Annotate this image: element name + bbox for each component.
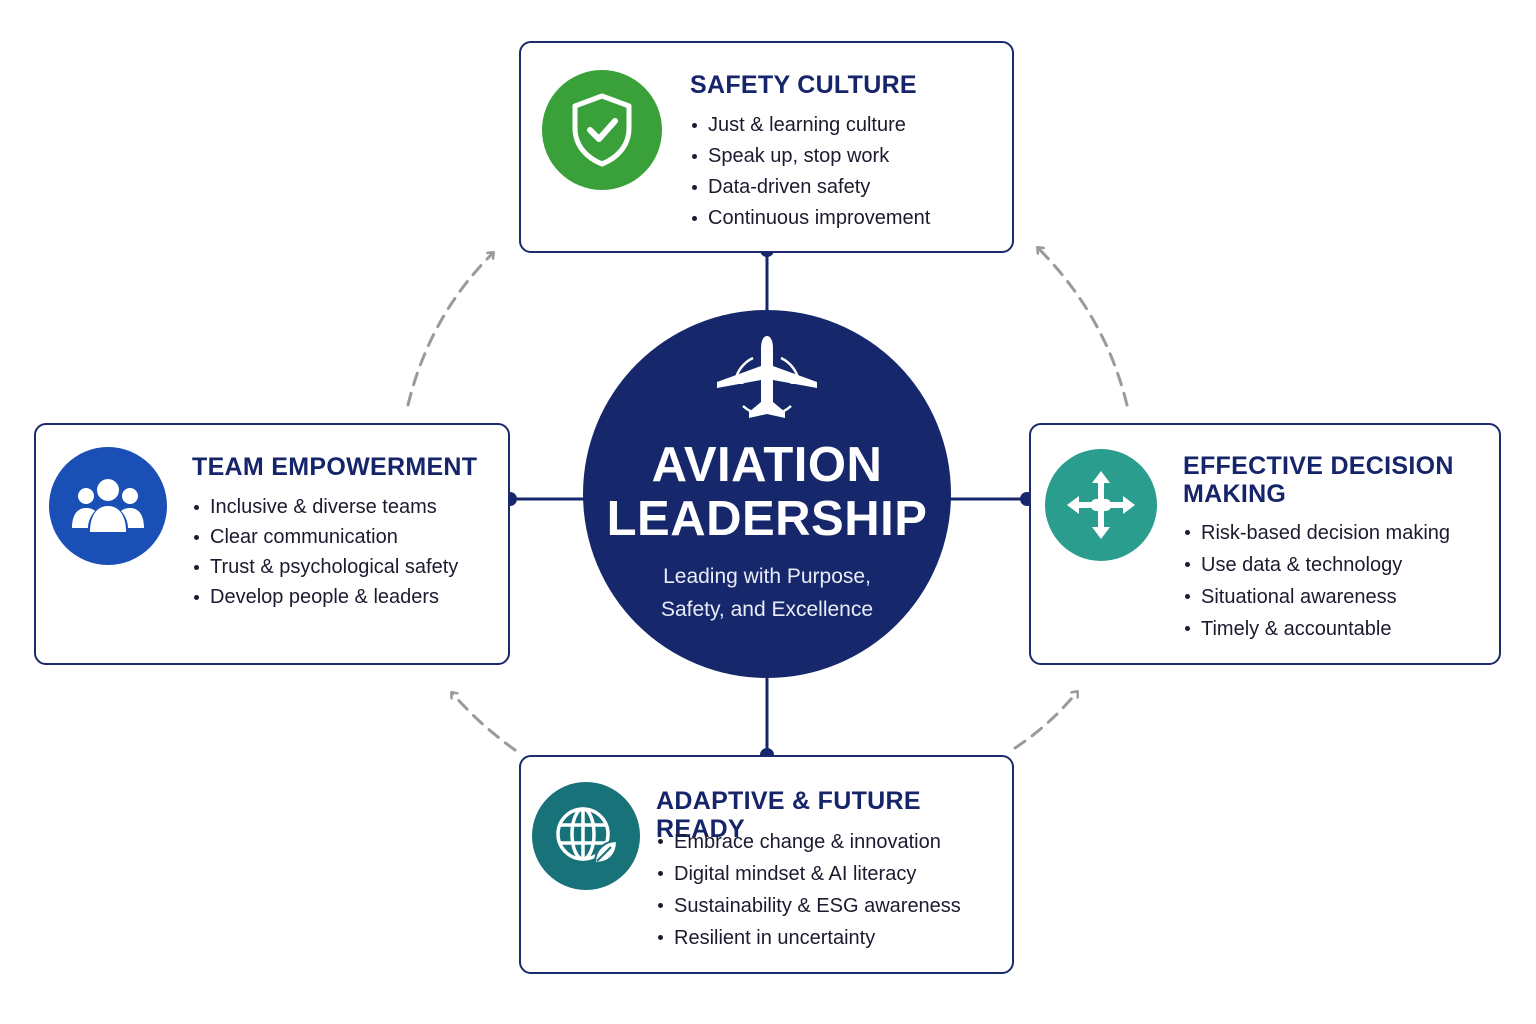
hub-title: AVIATION LEADERSHIP <box>583 438 951 546</box>
aviation-leadership-hub: AVIATION LEADERSHIP Leading with Purpose… <box>583 310 951 678</box>
list-item: Inclusive & diverse teams <box>192 492 462 522</box>
four-way-arrows-icon <box>1045 449 1157 561</box>
hub-title-line: LEADERSHIP <box>606 492 928 546</box>
cycle-arrow-top-left <box>406 253 493 407</box>
cycle-arrow-bottom-left <box>452 693 517 752</box>
list-item: Resilient in uncertainty <box>656 922 996 954</box>
bullet-list: Just & learning culture Speak up, stop w… <box>690 110 1010 234</box>
hub-subtitle: Leading with Purpose, Safety, and Excell… <box>583 560 951 626</box>
bullet-list: Risk-based decision making Use data & te… <box>1183 517 1493 645</box>
list-item: Continuous improvement <box>690 203 1010 234</box>
list-item: Situational awareness <box>1183 581 1493 613</box>
list-item: Trust & psychological safety <box>192 552 462 582</box>
cycle-arrow-bottom-right <box>1013 692 1077 750</box>
hub-subtitle-line: Leading with Purpose, <box>663 565 871 588</box>
list-item: Sustainability & ESG awareness <box>656 890 996 922</box>
airplane-icon <box>717 336 817 418</box>
card-title: TEAM EMPOWERMENT <box>192 453 478 481</box>
card-title: EFFECTIVE DECISION MAKING <box>1183 452 1454 508</box>
list-item: Just & learning culture <box>690 110 1010 141</box>
effective-decision-making-card: EFFECTIVE DECISION MAKING Risk-based dec… <box>1029 423 1501 665</box>
globe-leaf-icon <box>532 782 640 890</box>
card-title-line: MAKING <box>1183 480 1287 508</box>
adaptive-future-ready-card: ADAPTIVE & FUTURE READY Embrace change &… <box>519 755 1014 974</box>
card-title-line: EFFECTIVE DECISION <box>1183 452 1454 480</box>
hub-title-line: AVIATION <box>651 438 883 492</box>
hub-subtitle-line: Safety, and Excellence <box>660 598 874 621</box>
cycle-arrow-top-right <box>1038 248 1129 407</box>
list-item: Timely & accountable <box>1183 613 1493 645</box>
list-item: Use data & technology <box>1183 549 1493 581</box>
list-item: Develop people & leaders <box>192 582 462 612</box>
list-item: Risk-based decision making <box>1183 517 1493 549</box>
card-title: SAFETY CULTURE <box>690 71 917 99</box>
safety-culture-card: SAFETY CULTURE Just & learning culture S… <box>519 41 1014 253</box>
list-item: Clear communication <box>192 522 462 552</box>
shield-check-icon <box>542 70 662 190</box>
list-item: Embrace change & innovation <box>656 826 996 858</box>
team-empowerment-card: TEAM EMPOWERMENT Inclusive & diverse tea… <box>34 423 510 665</box>
list-item: Digital mindset & AI literacy <box>656 858 996 890</box>
list-item: Data-driven safety <box>690 172 1010 203</box>
card-title: ADAPTIVE & FUTURE READY <box>656 787 921 843</box>
bullet-list: Embrace change & innovation Digital mind… <box>656 826 996 954</box>
bullet-list: Inclusive & diverse teams Clear communic… <box>192 492 462 612</box>
list-item: Speak up, stop work <box>690 141 1010 172</box>
people-group-icon <box>49 447 167 565</box>
